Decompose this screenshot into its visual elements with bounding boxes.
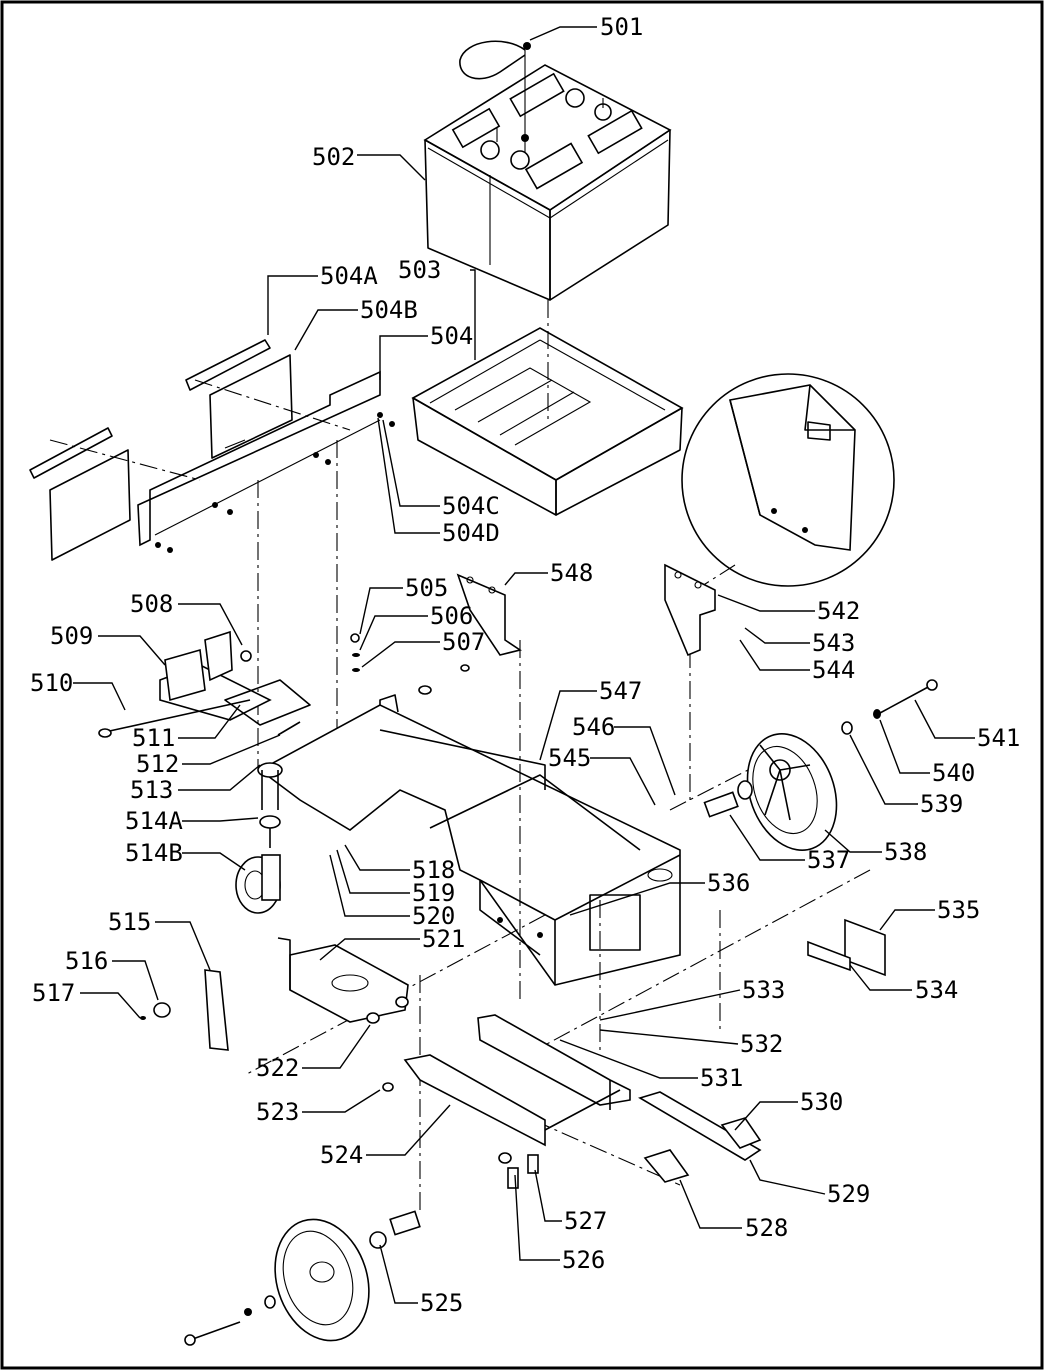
label-504: 504 xyxy=(430,322,473,350)
label-531: 531 xyxy=(700,1064,743,1092)
mount-plate-part xyxy=(277,937,409,1024)
main-frame-part xyxy=(258,694,681,986)
label-529: 529 xyxy=(827,1180,870,1208)
axle-frame-part xyxy=(382,1014,631,1189)
shelf-bracket-part xyxy=(29,339,395,561)
rear-wheel-part xyxy=(703,679,938,851)
label-506: 506 xyxy=(430,602,473,630)
front-wheel-part xyxy=(184,1210,421,1346)
label-504A: 504A xyxy=(320,262,378,290)
label-547: 547 xyxy=(599,677,642,705)
plate-529-part xyxy=(638,1091,762,1183)
label-517: 517 xyxy=(32,979,75,1007)
label-520: 520 xyxy=(412,902,455,930)
label-548: 548 xyxy=(550,559,593,587)
battery-part xyxy=(423,64,672,301)
label-546: 546 xyxy=(572,713,615,741)
hardware-505-507 xyxy=(350,633,470,695)
label-532: 532 xyxy=(740,1030,783,1058)
label-543: 543 xyxy=(812,629,855,657)
label-544: 544 xyxy=(812,656,855,684)
label-510: 510 xyxy=(30,669,73,697)
label-530: 530 xyxy=(800,1088,843,1116)
label-508: 508 xyxy=(130,590,173,618)
label-522: 522 xyxy=(256,1054,299,1082)
label-521: 521 xyxy=(422,925,465,953)
label-528: 528 xyxy=(745,1214,788,1242)
label-511: 511 xyxy=(132,724,175,752)
label-516: 516 xyxy=(65,947,108,975)
label-542: 542 xyxy=(817,597,860,625)
bracket-542-part xyxy=(664,563,716,657)
label-503: 503 xyxy=(398,256,441,284)
bracket-548-part xyxy=(456,573,522,656)
label-504C: 504C xyxy=(442,492,500,520)
label-514B: 514B xyxy=(125,839,183,867)
label-534: 534 xyxy=(915,976,958,1004)
label-539: 539 xyxy=(920,790,963,818)
label-501: 501 xyxy=(600,13,643,41)
label-507: 507 xyxy=(442,628,485,656)
plate-535-part xyxy=(807,918,886,977)
label-502: 502 xyxy=(312,143,355,171)
label-504D: 504D xyxy=(442,519,500,547)
label-541: 541 xyxy=(977,724,1020,752)
label-518: 518 xyxy=(412,856,455,884)
caster-part xyxy=(235,762,283,914)
label-537: 537 xyxy=(807,846,850,874)
label-535: 535 xyxy=(937,896,980,924)
label-509: 509 xyxy=(50,622,93,650)
label-515: 515 xyxy=(108,908,151,936)
part-labels: 501 502 503 504A 504B 504 504C 504D 548 … xyxy=(30,13,1020,1317)
label-536: 536 xyxy=(707,869,750,897)
label-527: 527 xyxy=(564,1207,607,1235)
leader-lines xyxy=(73,26,975,1304)
detail-callout xyxy=(681,373,895,587)
bracket-515-part xyxy=(140,969,229,1051)
cable-part xyxy=(459,40,531,142)
shelf-hidden-lines xyxy=(49,379,351,800)
label-524: 524 xyxy=(320,1141,363,1169)
label-533: 533 xyxy=(742,976,785,1004)
label-526: 526 xyxy=(562,1246,605,1274)
label-512: 512 xyxy=(136,750,179,778)
label-523: 523 xyxy=(256,1098,299,1126)
label-540: 540 xyxy=(932,759,975,787)
label-504B: 504B xyxy=(360,296,418,324)
label-513: 513 xyxy=(130,776,173,804)
label-545: 545 xyxy=(548,744,591,772)
label-519: 519 xyxy=(412,879,455,907)
label-525: 525 xyxy=(420,1289,463,1317)
label-505: 505 xyxy=(405,574,448,602)
mount-bracket-part xyxy=(98,630,311,738)
label-514A: 514A xyxy=(125,807,183,835)
label-538: 538 xyxy=(884,838,927,866)
